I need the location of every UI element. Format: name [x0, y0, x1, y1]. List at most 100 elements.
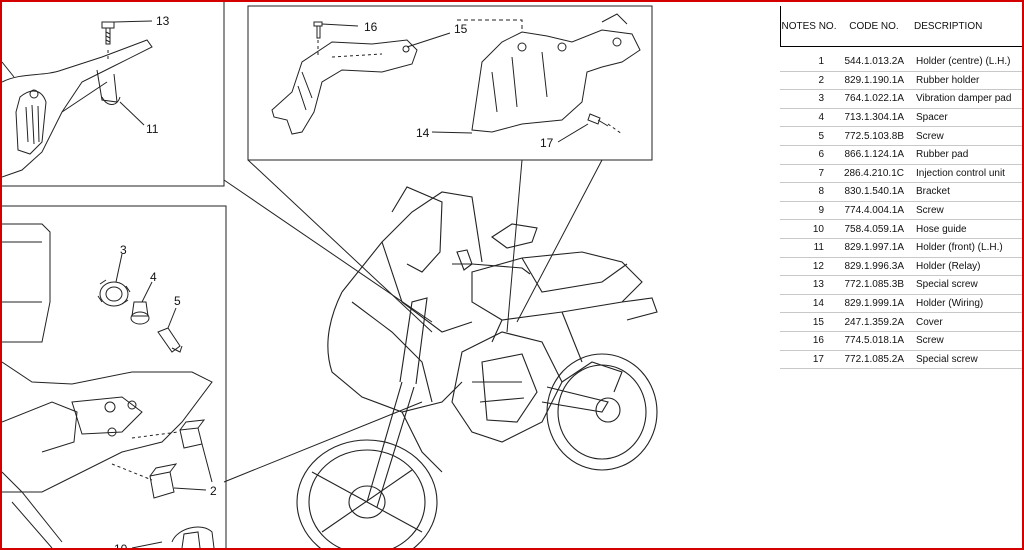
code-no-cell: 830.1.540.1A [844, 186, 905, 198]
inset-panel-left [2, 205, 227, 548]
callout-4: 4 [150, 270, 157, 284]
description-cell: Screw [916, 205, 944, 217]
callout-5: 5 [174, 294, 181, 308]
code-no-cell: 829.1.997.1A [844, 242, 905, 254]
notes-no-cell: 13 [812, 279, 824, 291]
code-no-cell: 866.1.124.1A [844, 149, 905, 161]
description-cell: Holder (front) (L.H.) [916, 242, 1003, 254]
notes-no-cell: 11 [813, 242, 824, 254]
motorcycle-outline [296, 186, 658, 548]
notes-no-cell: 7 [818, 167, 824, 179]
parts-table-body: 1 544.1.013.2A Holder (centre) (L.H.) 2 829.… [780, 53, 1022, 370]
description-cell: Hose guide [916, 223, 967, 235]
header-notes-no: NOTES NO. [781, 20, 837, 32]
holder-front-11 [2, 39, 153, 178]
callout-2: 2 [210, 484, 217, 498]
code-no-cell: 829.1.190.1A [844, 74, 905, 86]
vibration-damper-pad-3 [97, 253, 131, 307]
code-no-cell: 247.1.359.2A [844, 316, 905, 328]
code-no-cell: 764.1.022.1A [844, 93, 905, 105]
notes-no-cell: 16 [812, 335, 824, 347]
injection-control-unit [2, 223, 213, 548]
spacer-4 [130, 281, 153, 325]
notes-no-cell: 14 [812, 298, 824, 310]
code-no-cell: 829.1.996.3A [844, 260, 905, 272]
exploded-parts-diagram: 13 11 16 15 14 17 3 4 5 2 10 [2, 2, 658, 548]
callout-17: 17 [540, 136, 554, 150]
callout-10: 10 [114, 542, 128, 548]
code-no-cell: 772.5.103.8B [844, 130, 905, 142]
notes-no-cell: 10 [812, 223, 824, 235]
table-row: 13 772.1.085.3B Special screw [780, 276, 1022, 295]
table-row: 14 829.1.999.1A Holder (Wiring) [780, 295, 1022, 314]
code-no-cell: 713.1.304.1A [844, 112, 905, 124]
parts-table: NOTES NO. CODE NO. DESCRIPTION 1 544.1.01… [780, 6, 1022, 370]
code-no-cell: 772.1.085.3B [844, 279, 905, 291]
notes-no-cell: 12 [812, 260, 824, 272]
description-cell: Holder (centre) (L.H.) [916, 56, 1011, 68]
inset-panel-top-centre [247, 5, 653, 161]
table-row: 17 772.1.085.2A Special screw [780, 351, 1022, 370]
screw-5 [157, 307, 183, 353]
notes-no-cell: 8 [818, 186, 824, 198]
table-row: 12 829.1.996.3A Holder (Relay) [780, 258, 1022, 277]
callout-16: 16 [364, 20, 378, 34]
notes-no-cell: 6 [818, 149, 824, 161]
callout-14: 14 [416, 126, 430, 140]
notes-no-cell: 5 [818, 130, 824, 142]
hose-guide-10 [131, 526, 215, 548]
notes-no-cell: 1 [818, 56, 824, 68]
callout-11: 11 [146, 122, 159, 136]
table-row: 5 772.5.103.8B Screw [780, 127, 1022, 146]
table-row: 9 774.4.004.1A Screw [780, 202, 1022, 221]
table-row: 2 829.1.190.1A Rubber holder [780, 72, 1022, 91]
rubber-holders-2 [111, 419, 213, 499]
table-row: 8 830.1.540.1A Bracket [780, 183, 1022, 202]
screw-17 [557, 113, 623, 143]
notes-no-cell: 15 [812, 316, 824, 328]
table-row: 11 829.1.997.1A Holder (front) (L.H.) [780, 239, 1022, 258]
header-code-no: CODE NO. [849, 20, 899, 32]
code-no-cell: 758.4.059.1A [844, 223, 905, 235]
inset-panel-top-left [2, 2, 225, 187]
code-no-cell: 544.1.013.2A [844, 56, 905, 68]
description-cell: Screw [916, 335, 944, 347]
description-cell: Rubber holder [916, 74, 980, 86]
code-no-cell: 286.4.210.1C [843, 167, 904, 179]
description-cell: Rubber pad [916, 149, 969, 161]
table-row: 6 866.1.124.1A Rubber pad [780, 146, 1022, 165]
notes-no-cell: 4 [818, 112, 824, 124]
callout-15: 15 [454, 22, 468, 36]
code-no-cell: 774.4.004.1A [844, 205, 905, 217]
table-row: 10 758.4.059.1A Hose guide [780, 220, 1022, 239]
callout-labels: 13 11 16 15 14 17 3 4 5 2 10 [114, 14, 554, 548]
table-row: 16 774.5.018.1A Screw [780, 332, 1022, 351]
code-no-cell: 774.5.018.1A [844, 335, 905, 347]
description-cell: Spacer [916, 112, 948, 124]
screw-16 [313, 21, 359, 57]
code-no-cell: 829.1.999.1A [844, 298, 905, 310]
notes-no-cell: 17 [812, 353, 824, 365]
description-cell: Holder (Wiring) [916, 298, 984, 310]
description-cell: Special screw [916, 353, 978, 365]
description-cell: Holder (Relay) [916, 260, 981, 272]
description-cell: Injection control unit [916, 167, 1005, 179]
table-row: 4 713.1.304.1A Spacer [780, 109, 1022, 128]
description-cell: Screw [916, 130, 944, 142]
description-cell: Special screw [916, 279, 978, 291]
screw-13 [101, 20, 153, 62]
code-no-cell: 772.1.085.2A [844, 353, 905, 365]
holder-wiring-14 [431, 13, 641, 134]
header-description: DESCRIPTION [914, 20, 983, 32]
notes-no-cell: 3 [818, 93, 824, 105]
table-row: 3 764.1.022.1A Vibration damper pad [780, 90, 1022, 109]
callout-13: 13 [156, 14, 170, 28]
cover-15 [271, 32, 451, 135]
description-cell: Bracket [916, 186, 950, 198]
notes-no-cell: 2 [818, 74, 824, 86]
notes-no-cell: 9 [818, 205, 824, 217]
description-cell: Vibration damper pad [916, 93, 1012, 105]
callout-3: 3 [120, 243, 127, 257]
